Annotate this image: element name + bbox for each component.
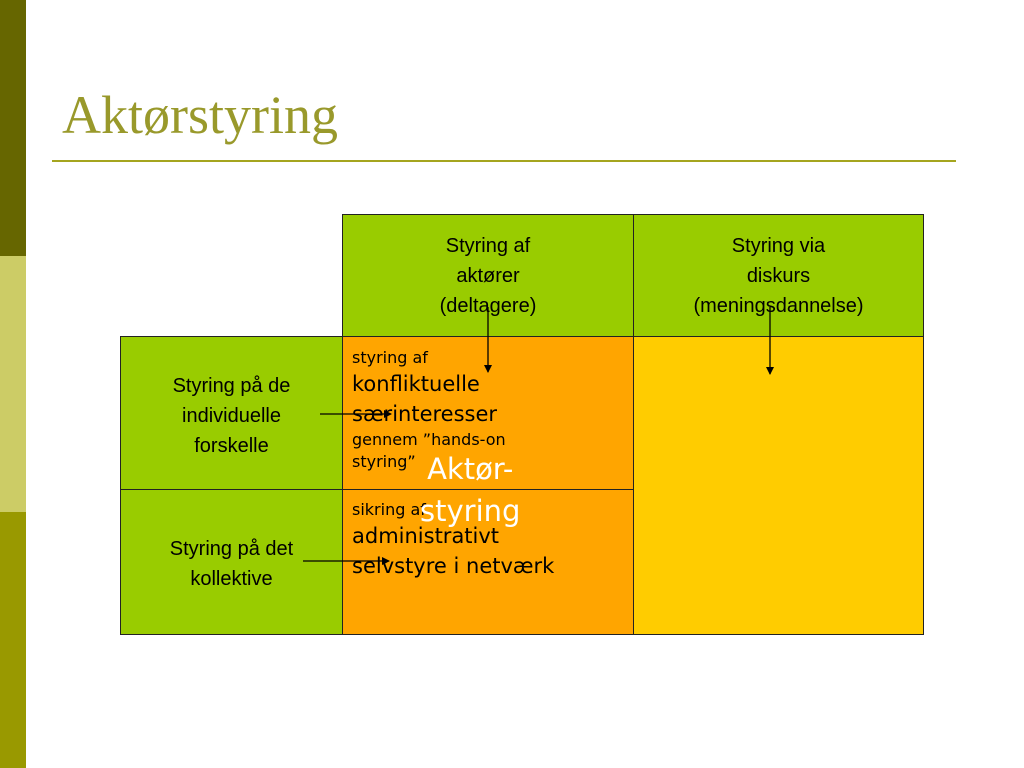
cell-top-text: styring af konfliktuelle særinteresser g… [352, 347, 506, 473]
cell-discourse-merged [633, 336, 924, 635]
col-header-discourse: Styring via diskurs (meningsdannelse) [633, 214, 924, 337]
title-underline [52, 160, 956, 162]
col-header-discourse-line-2: diskurs [746, 264, 811, 287]
col-header-actors: Styring af aktører (deltagere) [342, 214, 634, 337]
cell-top-line-1: styring af [352, 348, 428, 367]
overlay-label-line-2: styring [420, 494, 521, 528]
cell-top-line-4: gennem ”hands-on [352, 430, 506, 449]
row-header-individual-line-1: Styring på de [172, 375, 291, 397]
row-header-collective: Styring på det kollektive [120, 489, 343, 635]
row-header-individual-line-3: forskelle [194, 435, 269, 457]
row-header-individual: Styring på de individuelle forskelle [120, 336, 343, 490]
side-stripe-light [0, 256, 26, 512]
side-stripe-mid [0, 512, 26, 768]
col-header-discourse-line-3: (meningsdannelse) [693, 294, 864, 317]
row-header-individual-line-2: individuelle [182, 405, 281, 427]
cell-top-line-2: konfliktuelle [352, 372, 480, 396]
overlay-label-line-1: Aktør- [427, 452, 514, 486]
col-header-discourse-line-1: Styring via [731, 234, 826, 257]
slide-title: Aktørstyring [62, 85, 338, 145]
cell-top-line-5: styring” [352, 452, 416, 471]
row-header-collective-line-2: kollektive [190, 568, 273, 590]
row-header-collective-line-1: Styring på det [169, 538, 294, 560]
col-header-actors-line-2: aktører [456, 264, 520, 287]
cell-bottom-line-1: sikring af [352, 500, 426, 519]
col-header-actors-line-3: (deltagere) [439, 294, 537, 317]
overlay-label: Aktør- styring [420, 448, 520, 532]
cell-actors-collective [342, 489, 634, 635]
cell-bottom-line-2: administrativt [352, 524, 500, 548]
side-stripe-dark [0, 0, 26, 256]
col-header-actors-line-1: Styring af [445, 234, 531, 257]
